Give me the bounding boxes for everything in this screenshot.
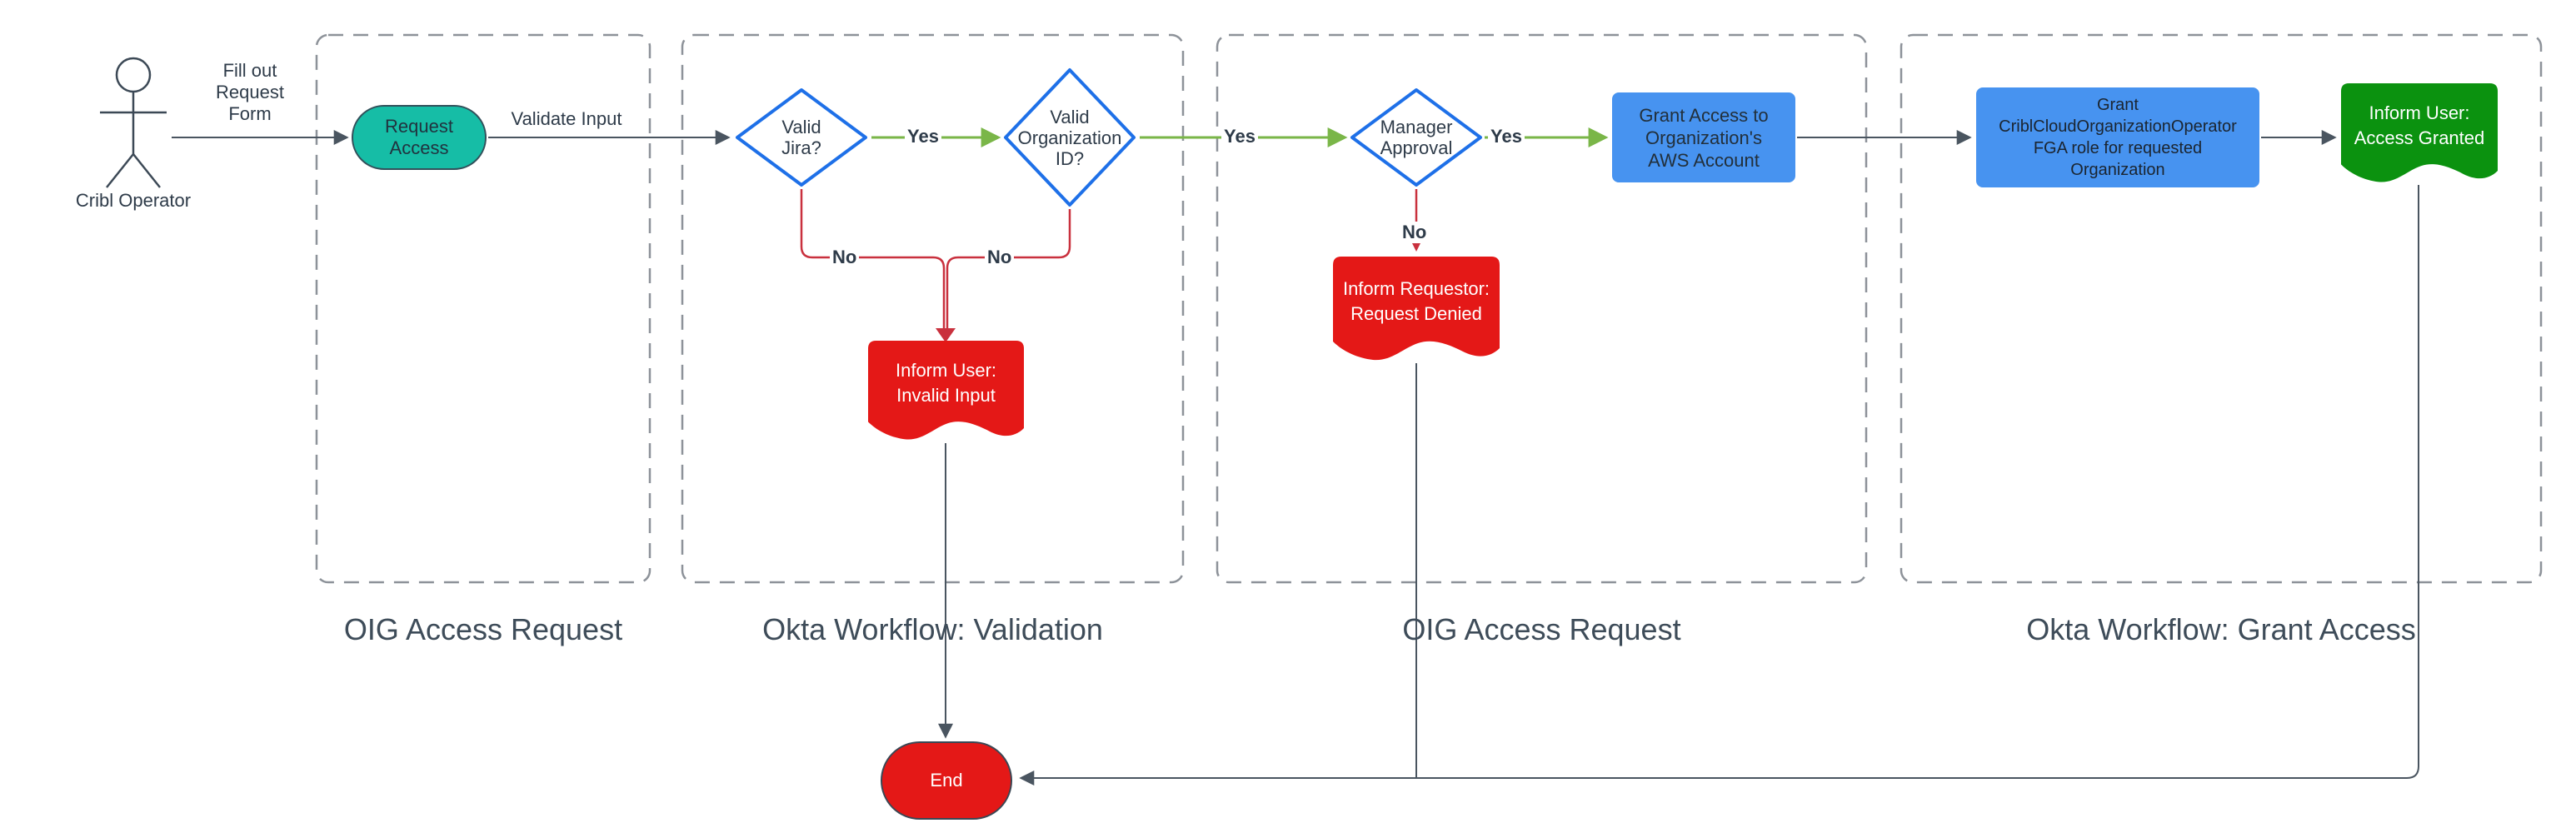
edge-label-yes-1: Yes bbox=[905, 126, 941, 147]
node-inform-request-denied-label: Inform Requestor: Request Denied bbox=[1342, 278, 1490, 324]
edge-label-yes-3: Yes bbox=[1488, 126, 1525, 147]
node-end: End bbox=[881, 741, 1012, 820]
node-inform-request-denied: Inform Requestor: Request Denied bbox=[1333, 257, 1500, 367]
lane-box-okta-validation bbox=[681, 33, 1185, 584]
lane-title-oig-access-request-1: OIG Access Request bbox=[343, 612, 623, 646]
actor-figure-icon bbox=[100, 57, 167, 188]
node-inform-access-granted-label: Inform User: Access Granted bbox=[2354, 102, 2485, 148]
edge-no-org-to-invalid bbox=[946, 209, 1071, 332]
lane-box-oig-access-request-2 bbox=[1216, 33, 1868, 584]
flag-shape-icon bbox=[868, 341, 1024, 440]
node-end-label: End bbox=[930, 770, 963, 791]
node-valid-org-id-label: Valid Organization ID? bbox=[1017, 106, 1122, 169]
edge-label-validate-input: Validate Input bbox=[511, 108, 622, 129]
lane-box-okta-grant-access bbox=[1900, 33, 2543, 584]
node-inform-invalid-input-label: Inform User: Invalid Input bbox=[895, 360, 997, 406]
lane-title-oig-access-request-2: OIG Access Request bbox=[1402, 612, 1681, 646]
flag-shape-icon bbox=[2341, 83, 2498, 182]
lane-box-oig-access-request-1 bbox=[315, 33, 651, 584]
lane-title-okta-grant-access: Okta Workflow: Grant Access bbox=[2026, 612, 2416, 646]
edge-label-yes-2: Yes bbox=[1221, 126, 1258, 147]
node-grant-aws-access-label: Grant Access to Organization's AWS Accou… bbox=[1639, 104, 1769, 171]
node-grant-fga-role: Grant CriblCloudOrganizationOperator FGA… bbox=[1976, 87, 2259, 187]
node-valid-jira-label: Valid Jira? bbox=[781, 117, 821, 158]
decision-diamond-icon bbox=[736, 88, 867, 187]
actor-label: Cribl Operator bbox=[75, 190, 192, 211]
node-request-access: Request Access bbox=[352, 105, 487, 170]
edge-label-no-2: No bbox=[985, 247, 1015, 268]
node-manager-approval-label: Manager Approval bbox=[1380, 117, 1453, 158]
decision-diamond-icon bbox=[1350, 88, 1482, 187]
node-grant-aws-access: Grant Access to Organization's AWS Accou… bbox=[1612, 92, 1795, 182]
node-valid-jira: Valid Jira? bbox=[735, 87, 868, 187]
node-valid-org-id: Valid Organization ID? bbox=[1003, 67, 1136, 207]
edge-label-fill-out-form: Fill out Request Form bbox=[216, 60, 284, 124]
flag-shape-icon bbox=[1333, 257, 1500, 361]
lane-title-okta-validation: Okta Workflow: Validation bbox=[762, 612, 1103, 646]
arrowhead-invalid-icon bbox=[936, 328, 956, 342]
node-request-access-label: Request Access bbox=[385, 116, 453, 158]
node-grant-fga-role-label: Grant CriblCloudOrganizationOperator FGA… bbox=[1999, 96, 2237, 179]
edge-label-no-3: No bbox=[1400, 222, 1430, 243]
edge-granted-to-end bbox=[1019, 185, 2419, 786]
node-manager-approval: Manager Approval bbox=[1350, 87, 1483, 187]
decision-diamond-icon bbox=[1004, 68, 1136, 207]
edge-no-jira-to-invalid bbox=[800, 189, 946, 332]
node-inform-access-granted: Inform User: Access Granted bbox=[2341, 83, 2498, 188]
edge-label-no-1: No bbox=[830, 247, 860, 268]
node-inform-invalid-input: Inform User: Invalid Input bbox=[868, 341, 1024, 446]
